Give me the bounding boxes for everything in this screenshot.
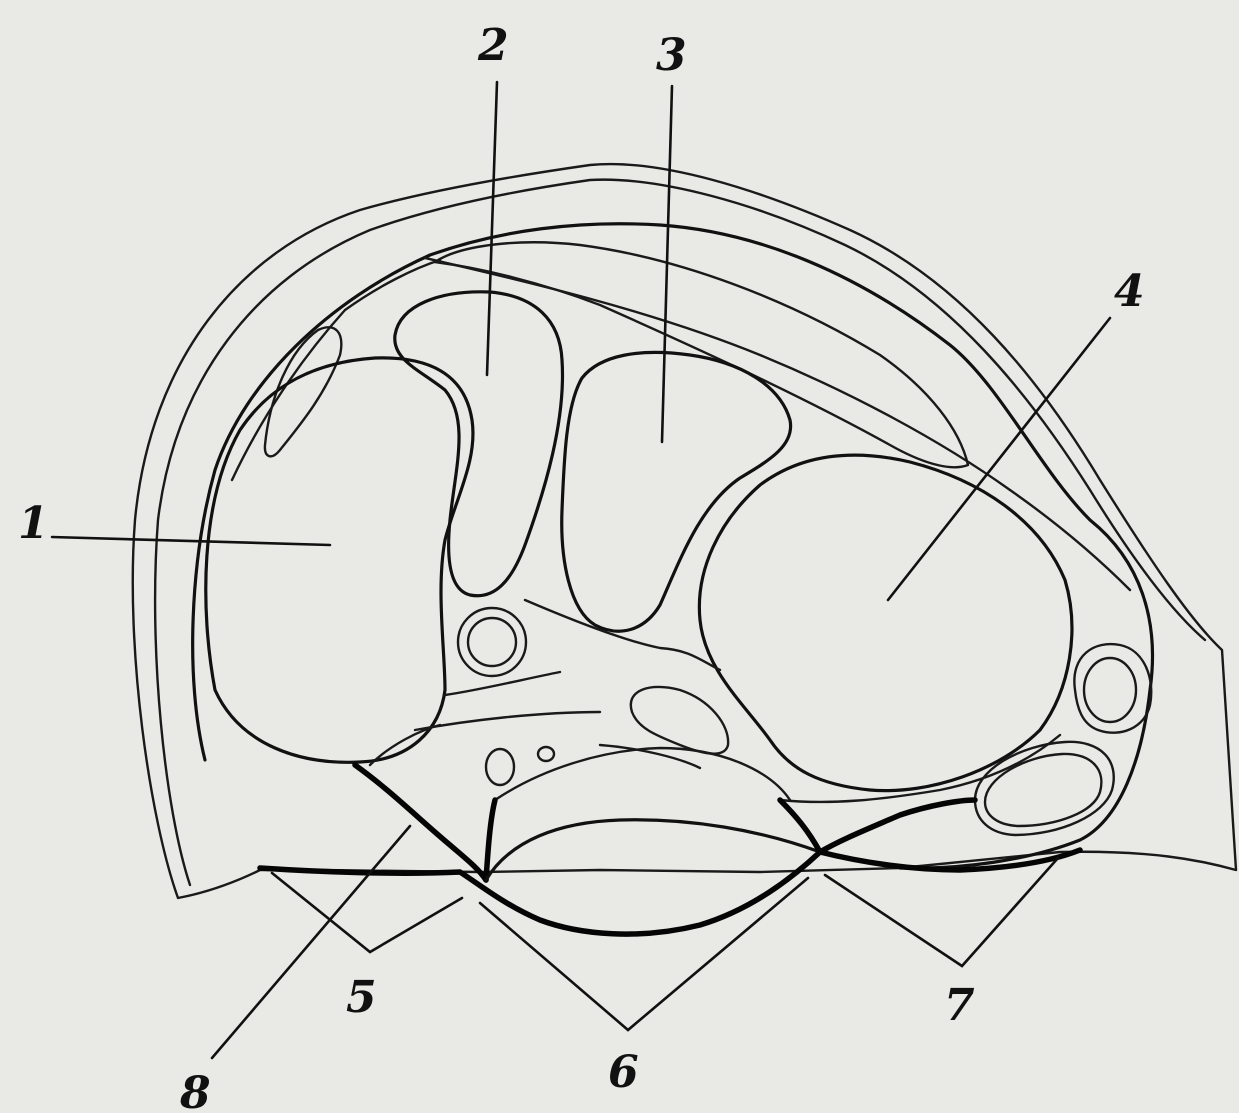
label-3: 3: [656, 30, 687, 81]
label-6: 6: [608, 1047, 639, 1098]
label-4: 4: [1114, 266, 1145, 317]
label-8: 8: [179, 1068, 211, 1113]
label-7: 7: [944, 980, 975, 1031]
label-2: 2: [477, 20, 509, 71]
label-1: 1: [18, 498, 49, 549]
label-5: 5: [346, 972, 377, 1023]
